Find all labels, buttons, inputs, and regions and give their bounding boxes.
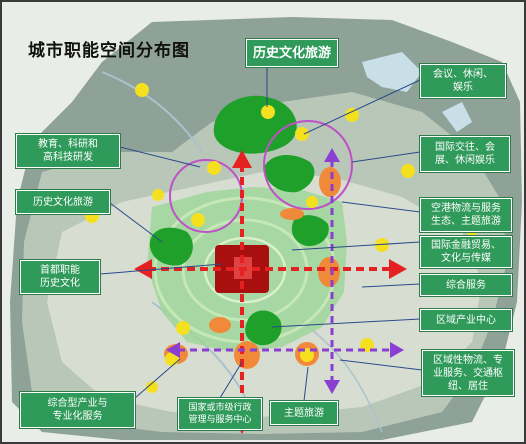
green-zone-east xyxy=(291,215,329,247)
label-industry-services: 综合型产业与 专业化服务 xyxy=(20,392,135,428)
orange-zone-4 xyxy=(209,317,231,333)
axis-purple-arrows xyxy=(166,148,404,394)
lake xyxy=(362,52,422,92)
label-admin-center: 国家或市级行政 管理与服务中心 xyxy=(178,398,262,430)
label-capital-functions: 首都职能 历史文化 xyxy=(20,260,100,294)
label-finance-culture: 国际金融贸易、 文化与传媒 xyxy=(420,236,512,268)
green-zone-northeast xyxy=(264,155,315,193)
label-international-exchange: 国际交往、会 展、休闲娱乐 xyxy=(420,136,510,172)
purple-circle-east xyxy=(263,120,353,210)
green-zone-west xyxy=(149,227,193,266)
orange-zone-2 xyxy=(280,208,304,220)
label-meeting-leisure: 会议、休闲、 娱乐 xyxy=(420,64,506,98)
label-history-top: 历史文化旅游 xyxy=(246,39,338,67)
orange-zone-3 xyxy=(318,257,340,287)
green-zone-south xyxy=(245,310,282,346)
green-zone-north xyxy=(213,95,297,154)
label-theme-tourism: 主题旅游 xyxy=(270,401,338,425)
axis-red xyxy=(148,164,397,422)
orange-zone-1 xyxy=(319,167,341,197)
label-regional-logistics: 区域性物流、专 业服务、交通枢 纽、居住 xyxy=(422,350,514,396)
river-east xyxy=(301,321,383,433)
label-education-research: 教育、科研和 高科技研发 xyxy=(16,134,120,168)
leader-lines xyxy=(99,68,423,402)
map-title: 城市职能空间分布图 xyxy=(28,41,190,61)
label-regional-industry: 区域产业中心 xyxy=(420,309,512,331)
river-north xyxy=(101,71,203,153)
orange-zone-6 xyxy=(234,341,260,369)
lake-small xyxy=(442,102,472,132)
axis-purple xyxy=(178,160,392,382)
label-general-service: 综合服务 xyxy=(420,274,512,296)
label-airport-logistics: 空港物流与服务 生态、主题旅游 xyxy=(420,198,512,232)
label-history-left: 历史文化旅游 xyxy=(16,190,110,214)
